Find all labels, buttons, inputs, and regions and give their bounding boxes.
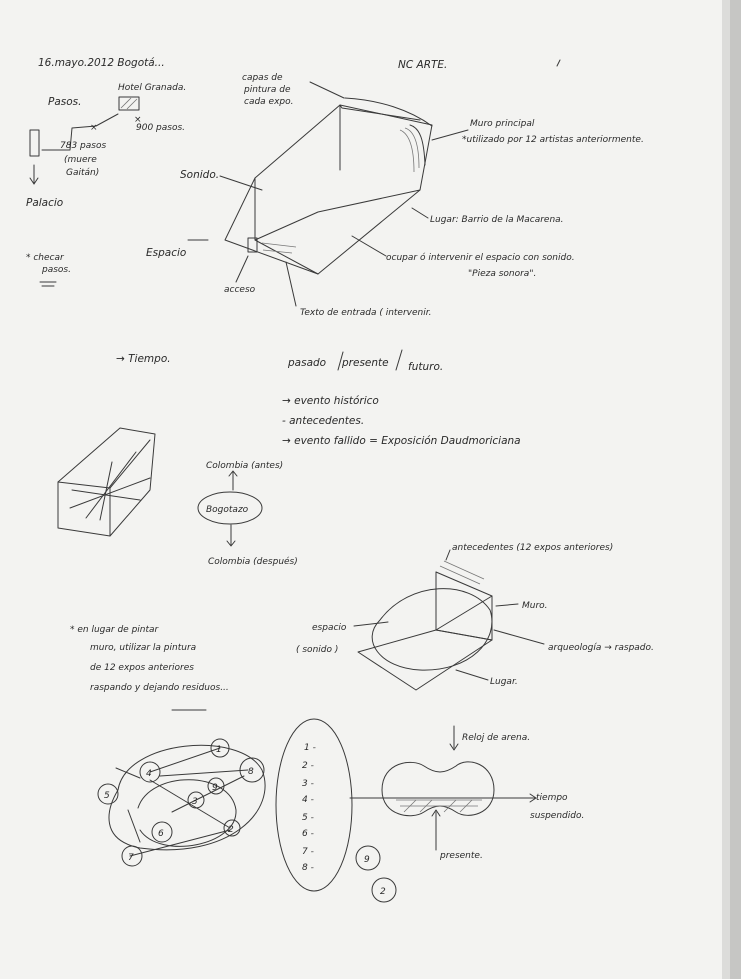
occupy-label-2: "Pieza sonora".	[468, 269, 536, 279]
hotel-label: Hotel Granada.	[118, 83, 186, 93]
dash-mark	[556, 59, 561, 67]
date-label: 16.mayo.2012 Bogotá...	[38, 57, 165, 69]
note-line-4: raspando y dejando residuos...	[90, 683, 229, 693]
note-line-3: de 12 expos anteriores	[90, 663, 194, 673]
check-steps-2: pasos.	[41, 265, 71, 275]
suspended-time-1: tiempo	[536, 793, 568, 803]
time-section: → Tiempo. pasado presente futuro. → even…	[116, 349, 521, 447]
time-list-3: → evento fallido = Exposición Daudmorici…	[282, 435, 521, 447]
page-edge-stack	[730, 0, 741, 979]
paint-layers-label-1: capas de	[242, 73, 283, 83]
palace-building	[29, 129, 40, 157]
colombia-after-label: Colombia (después)	[208, 556, 298, 567]
bogotazo-diagram: Colombia (antes) Bogotazo Colombia (desp…	[197, 461, 298, 567]
future-label: futuro.	[408, 361, 443, 373]
list-1: 1 -	[304, 743, 316, 753]
time-list-1: → evento histórico	[282, 395, 379, 407]
list-3: 3 -	[302, 779, 314, 789]
bogotazo-label: Bogotazo	[206, 505, 249, 515]
steps-label: Pasos.	[48, 96, 81, 108]
list-2: 2 -	[302, 761, 314, 771]
route-map-sketch: Pasos. Hotel Granada. × × 900 pasos. 783…	[26, 83, 186, 287]
hotel-marker: ×	[134, 115, 142, 125]
numbered-list: 1 - 2 - 3 - 4 - 5 - 6 - 7 - 8 - 9 2	[275, 718, 397, 903]
node-8: 8	[248, 767, 254, 777]
gaitan-marker: ×	[90, 123, 98, 133]
project-label: NC ARTE.	[398, 59, 447, 71]
space-wall-sketch: antecedentes (12 expos anteriores) espac…	[296, 543, 654, 691]
archaeology-label: arqueología → raspado.	[548, 643, 654, 653]
page-edge	[722, 0, 730, 979]
extra-node-2: 2	[380, 887, 386, 897]
node-6: 6	[158, 829, 164, 839]
node-network: 1 2 3 4 5 6 7 8 9	[97, 738, 266, 867]
hourglass-title: Reloj de arena.	[462, 733, 530, 743]
node-5: 5	[104, 791, 110, 801]
node-9: 9	[212, 783, 218, 793]
node-2: 2	[228, 825, 234, 835]
antecedents-label: antecedentes (12 expos anteriores)	[452, 543, 613, 553]
space-oval	[371, 588, 493, 671]
access-door	[247, 237, 258, 253]
time-box-sketch	[57, 427, 156, 537]
check-steps-1: * checar	[26, 253, 65, 263]
entry-text-label: Texto de entrada ( intervenir.	[300, 308, 431, 318]
route-line	[41, 113, 119, 151]
hotel-building	[118, 96, 140, 111]
list-6: 6 -	[302, 829, 314, 839]
bogotazo-oval	[197, 491, 263, 525]
gaitan-label-1: (muere	[64, 155, 97, 165]
time-label: → Tiempo.	[116, 353, 171, 365]
present-label-2: presente.	[439, 851, 483, 861]
paint-layers-label-3: cada expo.	[244, 97, 294, 107]
main-wall-note: *utilizado por 12 artistas anteriormente…	[462, 135, 644, 145]
note-line-1: * en lugar de pintar	[70, 625, 160, 635]
note-line-2: muro, utilizar la pintura	[90, 643, 196, 653]
gaitan-label-2: Gaitán)	[66, 168, 99, 178]
paint-layers-label-2: pintura de	[243, 85, 291, 95]
access-label: acceso	[224, 285, 256, 295]
space-label-1: espacio	[312, 623, 347, 633]
node-3: 3	[192, 797, 198, 807]
list-4: 4 -	[302, 795, 314, 805]
paint-note: * en lugar de pintar muro, utilizar la p…	[70, 625, 229, 711]
place-label-2: Lugar.	[490, 677, 518, 687]
extra-node-9: 9	[364, 855, 370, 865]
colombia-before-label: Colombia (antes)	[206, 461, 283, 471]
list-8: 8 -	[302, 863, 314, 873]
past-label: pasado	[287, 357, 326, 369]
space-label: Espacio	[146, 247, 186, 259]
palace-label: Palacio	[26, 197, 63, 209]
wall-label: Muro.	[522, 601, 548, 611]
node-1: 1	[216, 745, 222, 755]
paint-layers	[344, 97, 433, 127]
occupy-label-1: ocupar ó intervenir el espacio con sonid…	[386, 252, 575, 263]
space-label-2: ( sonido )	[296, 645, 338, 655]
place-label: Lugar: Barrio de la Macarena.	[430, 215, 564, 225]
list-5: 5 -	[302, 813, 314, 823]
suspended-time-2: suspendido.	[530, 811, 584, 821]
list-7: 7 -	[302, 847, 314, 857]
main-wall-label: Muro principal	[470, 119, 535, 129]
node-4: 4	[146, 769, 152, 779]
steps-900-label: 900 pasos.	[136, 123, 185, 133]
hourglass-sketch: Reloj de arena. tiempo suspendido. prese…	[349, 725, 584, 861]
present-label: presente	[341, 357, 389, 369]
node-7: 7	[128, 853, 134, 863]
time-list-2: - antecedentes.	[282, 415, 364, 427]
room-sketch: capas de pintura de cada expo. Muro prin…	[146, 73, 644, 318]
sound-label: Sonido.	[180, 169, 219, 181]
steps-783-label: 783 pasos	[60, 141, 106, 151]
